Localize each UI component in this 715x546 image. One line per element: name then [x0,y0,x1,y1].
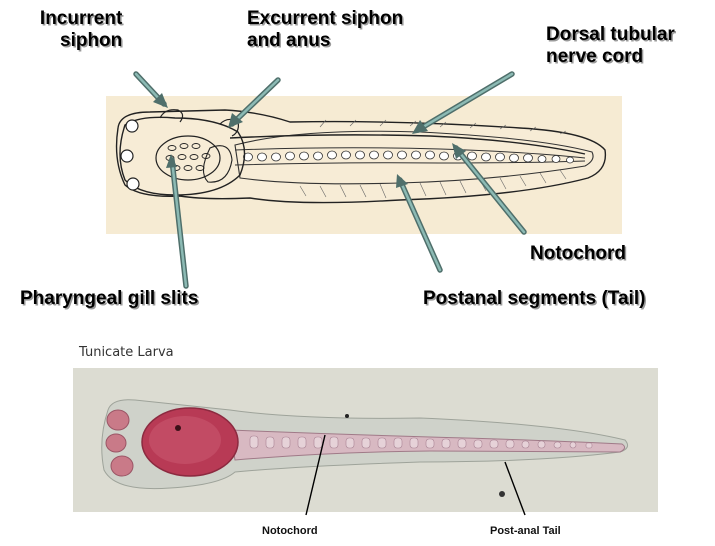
larva-trunk [119,116,246,196]
gill-slits-arrowhead [166,154,177,168]
dorsal-nerve-cord-line2: nerve cord [546,46,644,67]
pharyngeal-gill-slits-label: Pharyngeal gill slits [20,288,199,309]
postanal-segments-label: Postanal segments (Tail) [423,288,646,309]
notochord-pointer-line [305,434,326,516]
incurrent-arrowhead [153,93,168,108]
photo-notochord-label: Notochord [262,525,318,537]
dorsal-nerve-cord-label: Dorsal tubular nerve cord [546,24,675,68]
incurrent-siphon-line2: siphon [60,30,123,51]
excurrent-siphon-line2: and anus [247,30,331,51]
nerve-cord-arrowhead [412,120,428,134]
nerve-cord [229,134,586,155]
notochord-label: Notochord [530,243,627,264]
incurrent-siphon [159,109,184,123]
postanal-arrowhead [396,174,408,188]
pharynx [155,135,221,181]
incurrent-siphon-label: Incurrent siphon [36,8,122,52]
excurrent-arrowhead [228,113,243,128]
tail-pointer-line [504,461,526,516]
excurrent-siphon-line1: Excurrent siphon [247,8,404,29]
dorsal-nerve-cord-line1: Dorsal tubular [546,24,675,45]
excurrent-siphon-label: Excurrent siphon and anus [247,8,403,52]
photo-notochord-cells [249,435,593,449]
photo-caption: Tunicate Larva [79,345,174,360]
gut [202,145,233,183]
tail-body [234,130,594,185]
notochord-segments [243,150,574,164]
notochord-arrowhead [452,143,466,159]
incurrent-siphon-line1: Incurrent [39,8,123,29]
photo-tail-label: Post-anal Tail [490,525,561,537]
